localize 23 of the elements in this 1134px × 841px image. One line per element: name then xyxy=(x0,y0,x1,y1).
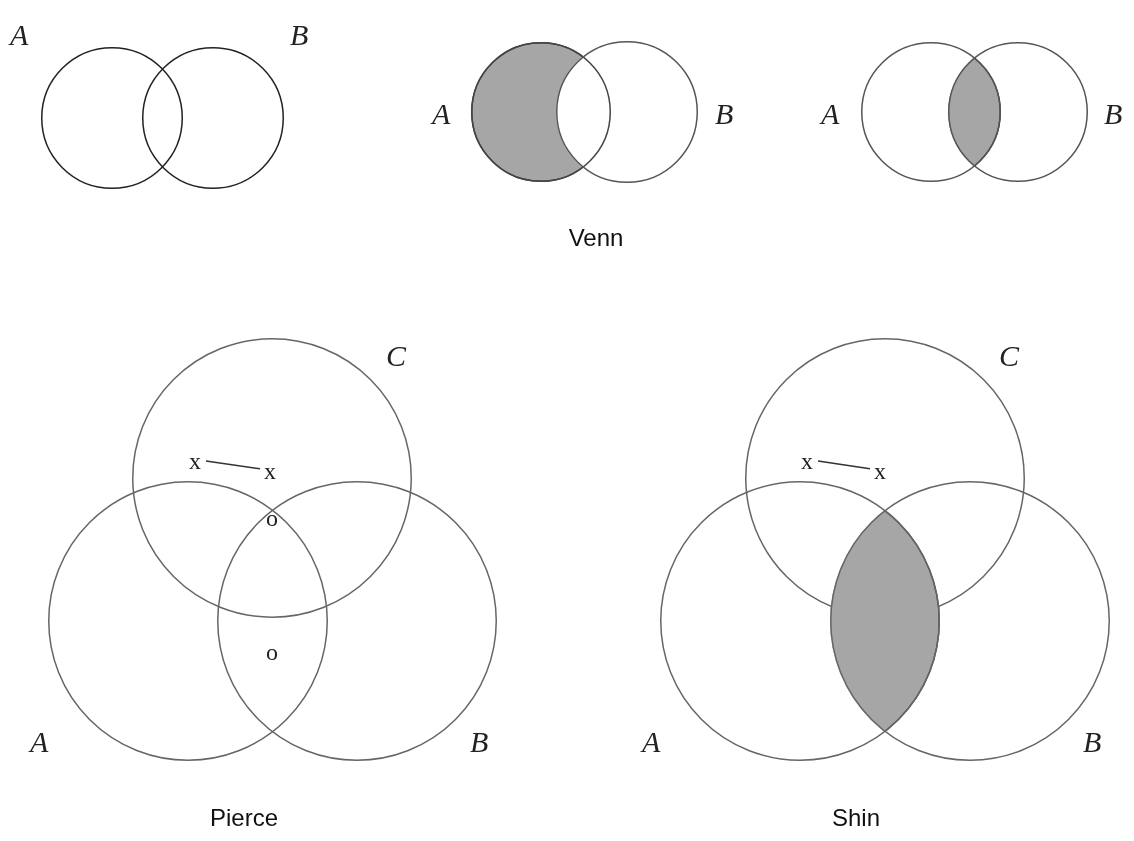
connector-line xyxy=(817,460,871,470)
set-label: A xyxy=(432,99,451,129)
set-label: B xyxy=(1104,99,1123,129)
set-label: C xyxy=(386,341,406,371)
set-label: A xyxy=(30,727,49,757)
mark-symbol: x xyxy=(874,460,886,482)
mark-symbol: x xyxy=(801,450,813,472)
set-label: B xyxy=(715,99,734,129)
connector-line xyxy=(205,460,261,470)
set-label: A xyxy=(821,99,840,129)
set-label: B xyxy=(1083,727,1102,757)
set-label: A xyxy=(642,727,661,757)
diagram-caption: Pierce xyxy=(210,804,278,832)
diagram-caption: Shin xyxy=(832,804,880,832)
set-label: A xyxy=(10,20,29,50)
set-label: B xyxy=(290,20,309,50)
mark-symbol: o xyxy=(266,641,278,663)
diagram-caption: Venn xyxy=(568,224,624,252)
set-label: C xyxy=(999,341,1019,371)
set-label: B xyxy=(470,727,489,757)
mark-symbol: o xyxy=(266,507,278,529)
mark-symbol: x xyxy=(189,450,201,472)
mark-symbol: x xyxy=(264,460,276,482)
